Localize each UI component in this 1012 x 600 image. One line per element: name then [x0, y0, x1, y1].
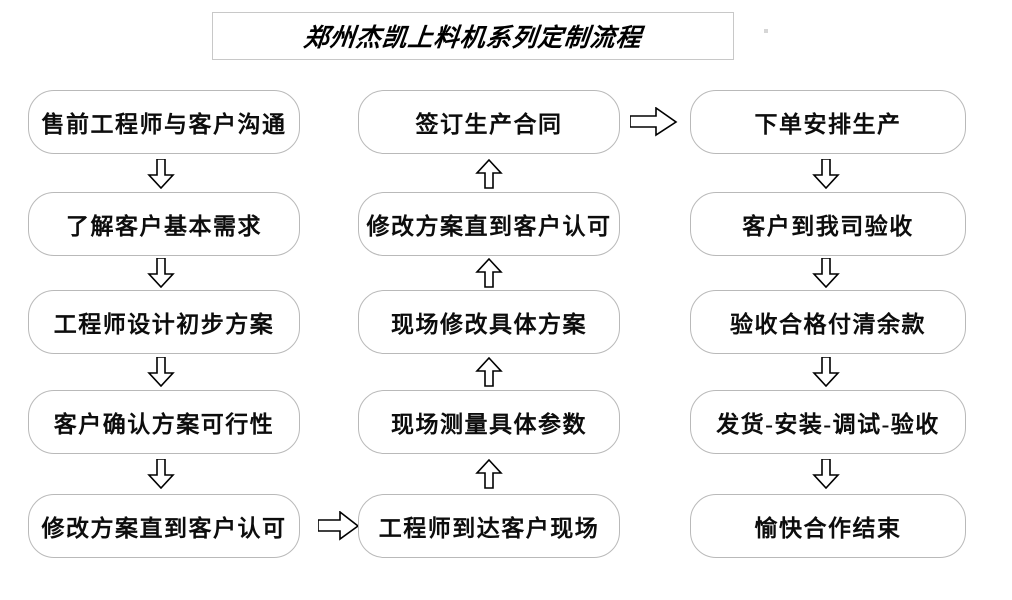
- node-label: 现场修改具体方案: [391, 312, 587, 337]
- node-onsite-1[interactable]: 签订生产合同: [358, 90, 620, 154]
- node-label: 修改方案直到客户认可: [366, 214, 612, 239]
- node-production-2[interactable]: 客户到我司验收: [690, 192, 966, 256]
- node-label: 修改方案直到客户认可: [41, 516, 287, 541]
- node-label: 愉快合作结束: [754, 516, 902, 541]
- arrow-col2-r2-r1: [475, 159, 503, 189]
- arrow-col1-to-col2: [318, 511, 360, 541]
- node-pre-sales-2[interactable]: 了解客户基本需求: [28, 192, 300, 256]
- node-label: 售前工程师与客户沟通: [41, 112, 287, 137]
- arrow-col1-r2-r3: [147, 258, 175, 288]
- node-onsite-2[interactable]: 修改方案直到客户认可: [358, 192, 620, 256]
- node-label: 发货-安装-调试-验收: [716, 412, 940, 437]
- stray-mark: [764, 29, 768, 33]
- arrow-col2-r5-r4: [475, 459, 503, 489]
- node-production-5[interactable]: 愉快合作结束: [690, 494, 966, 558]
- node-label: 客户到我司验收: [742, 214, 914, 239]
- arrow-col3-r3-r4: [812, 357, 840, 387]
- node-label: 验收合格付清余款: [730, 312, 926, 337]
- node-onsite-4[interactable]: 现场测量具体参数: [358, 390, 620, 454]
- node-label: 下单安排生产: [754, 112, 902, 137]
- node-production-3[interactable]: 验收合格付清余款: [690, 290, 966, 354]
- node-label: 签订生产合同: [415, 112, 563, 137]
- arrow-col1-r4-r5: [147, 459, 175, 489]
- node-pre-sales-4[interactable]: 客户确认方案可行性: [28, 390, 300, 454]
- arrow-col1-r1-r2: [147, 159, 175, 189]
- node-label: 了解客户基本需求: [66, 214, 262, 239]
- arrow-col3-r4-r5: [812, 459, 840, 489]
- arrow-col2-r3-r2: [475, 258, 503, 288]
- arrow-col2-r4-r3: [475, 357, 503, 387]
- node-onsite-3[interactable]: 现场修改具体方案: [358, 290, 620, 354]
- arrow-col2-to-col3: [630, 107, 678, 137]
- chart-title-text: 郑州杰凯上料机系列定制流程: [302, 25, 644, 52]
- chart-title-box: 郑州杰凯上料机系列定制流程: [212, 12, 734, 60]
- node-pre-sales-5[interactable]: 修改方案直到客户认可: [28, 494, 300, 558]
- node-label: 工程师到达客户现场: [378, 516, 600, 541]
- node-label: 客户确认方案可行性: [53, 412, 275, 437]
- node-label: 工程师设计初步方案: [53, 312, 275, 337]
- node-onsite-5[interactable]: 工程师到达客户现场: [358, 494, 620, 558]
- node-production-1[interactable]: 下单安排生产: [690, 90, 966, 154]
- arrow-col3-r2-r3: [812, 258, 840, 288]
- arrow-col3-r1-r2: [812, 159, 840, 189]
- node-pre-sales-3[interactable]: 工程师设计初步方案: [28, 290, 300, 354]
- arrow-col1-r3-r4: [147, 357, 175, 387]
- node-pre-sales-1[interactable]: 售前工程师与客户沟通: [28, 90, 300, 154]
- node-label: 现场测量具体参数: [391, 412, 587, 437]
- node-production-4[interactable]: 发货-安装-调试-验收: [690, 390, 966, 454]
